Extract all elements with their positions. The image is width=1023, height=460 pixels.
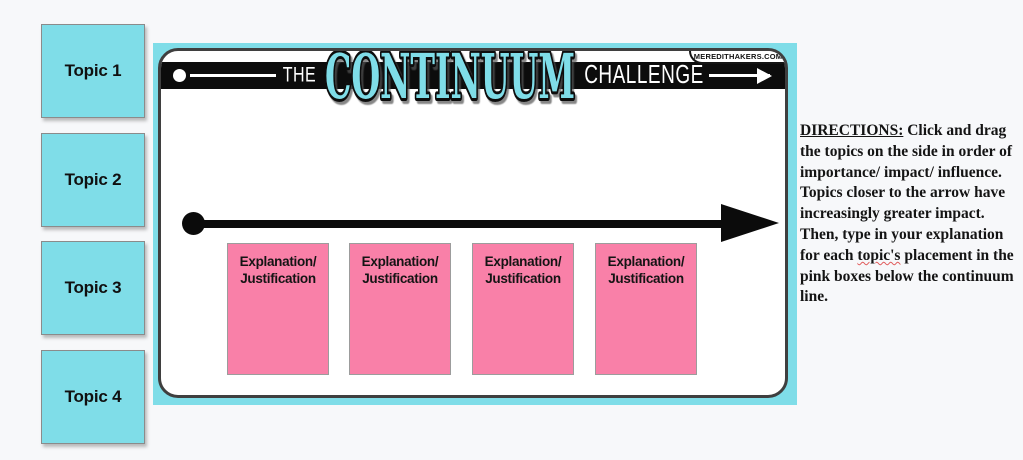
continuum-arrowhead-icon: [721, 204, 779, 242]
explanation-box-label-line2: Justification: [362, 271, 438, 286]
slide-canvas: MEREDITHAKERS.COM THE CONTINUUM CHALLENG…: [153, 43, 797, 405]
topic-card-label: Topic 4: [64, 387, 122, 406]
explanation-box-label-line1: Explanation/: [361, 254, 439, 269]
directions-text: DIRECTIONS: Click and drag the topics on…: [800, 121, 1014, 308]
title-continuum: CONTINUUM: [319, 51, 581, 116]
directions-spellcheck-word: topic's: [857, 246, 901, 264]
topic-card-4[interactable]: Topic 4: [41, 350, 145, 444]
topic-card-label: Topic 3: [64, 278, 122, 297]
explanation-box-2[interactable]: Explanation/ Justification: [349, 243, 451, 375]
brand-watermark-tab: MEREDITHAKERS.COM: [689, 51, 785, 64]
topic-card-label: Topic 1: [64, 61, 122, 80]
topic-card-3[interactable]: Topic 3: [41, 241, 145, 335]
explanation-box-label-line2: Justification: [240, 271, 316, 286]
explanation-box-4[interactable]: Explanation/ Justification: [595, 243, 697, 375]
banner-line-left: [190, 74, 276, 77]
worksheet-card: MEREDITHAKERS.COM THE CONTINUUM CHALLENG…: [158, 48, 788, 398]
topic-card-2[interactable]: Topic 2: [41, 133, 145, 227]
directions-body-before: Click and drag the topics on the side in…: [800, 122, 1012, 264]
banner-start-dot-icon: [173, 69, 186, 82]
title-continuum-text: CONTINUUM: [325, 48, 575, 113]
explanation-box-3[interactable]: Explanation/ Justification: [472, 243, 574, 375]
explanation-box-label-line2: Justification: [608, 271, 684, 286]
topic-card-label: Topic 2: [64, 170, 122, 189]
continuum-line-bar: [193, 220, 723, 228]
directions-heading: DIRECTIONS:: [800, 122, 904, 139]
explanation-box-label-line1: Explanation/: [239, 254, 317, 269]
title-banner: THE CONTINUUM CHALLENGE: [161, 51, 785, 116]
title-the: THE: [282, 63, 317, 87]
explanation-box-label-line2: Justification: [485, 271, 561, 286]
directions-body-after: placement in the pink boxes below the co…: [800, 246, 1014, 306]
banner-line-right: [708, 67, 772, 84]
explanation-box-label-line1: Explanation/: [607, 254, 685, 269]
explanation-box-1[interactable]: Explanation/ Justification: [227, 243, 329, 375]
explanation-box-label-line1: Explanation/: [484, 254, 562, 269]
brand-watermark: MEREDITHAKERS.COM: [693, 52, 783, 61]
topic-card-1[interactable]: Topic 1: [41, 24, 145, 118]
title-challenge: CHALLENGE: [584, 60, 704, 89]
banner-arrow-icon: [757, 67, 772, 84]
